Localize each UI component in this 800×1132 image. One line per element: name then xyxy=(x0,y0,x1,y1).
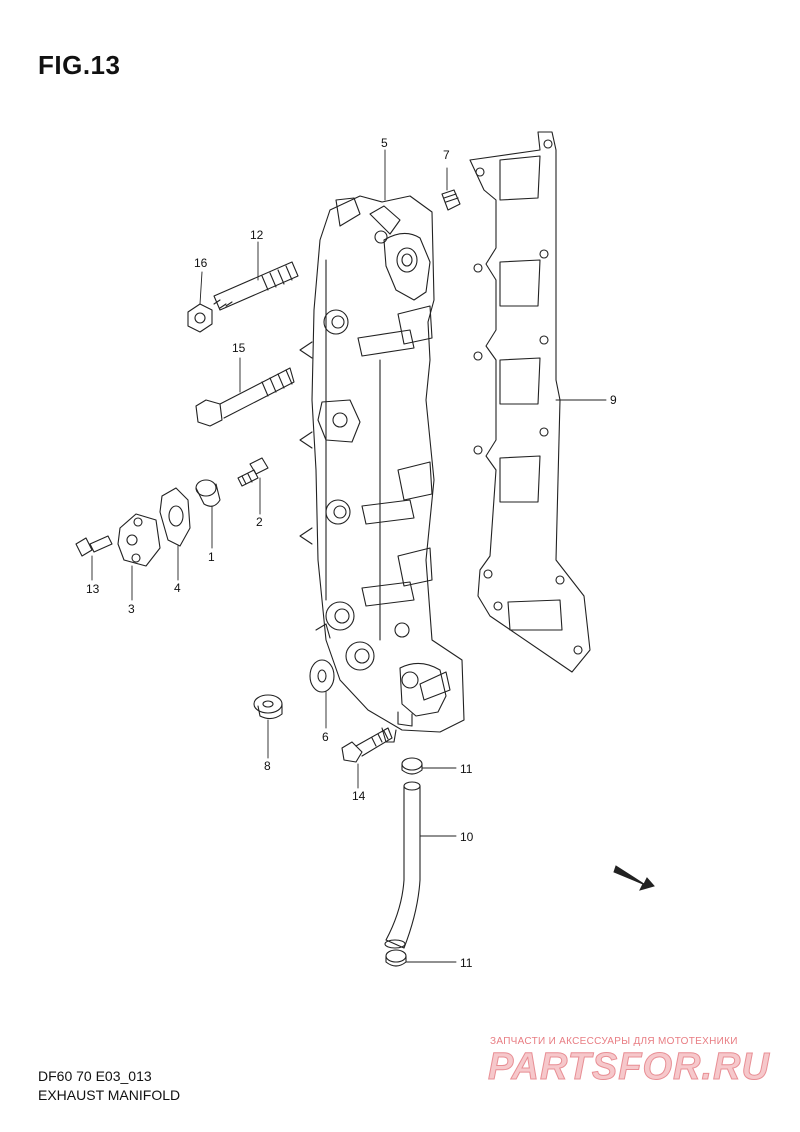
cover-bolt-part xyxy=(75,535,113,557)
callout-2: 2 xyxy=(256,515,263,529)
hose-clip-lower-part xyxy=(385,949,407,967)
figure-title: FIG.13 xyxy=(38,50,121,80)
exhaust-manifold-part xyxy=(299,195,465,743)
callout-7: 7 xyxy=(443,148,450,162)
callout-16: 16 xyxy=(194,256,208,270)
manifold-gasket-part xyxy=(469,131,591,673)
callout-6: 6 xyxy=(322,730,329,744)
spacer-collar-part xyxy=(195,479,221,507)
callout-13: 13 xyxy=(86,582,100,596)
forward-arrow-icon xyxy=(613,865,655,891)
callout-1: 1 xyxy=(208,550,215,564)
flange-gasket-part xyxy=(159,487,191,547)
callout-11-upper: 11 xyxy=(460,762,473,776)
callout-9: 9 xyxy=(610,393,617,407)
diagram-name: EXHAUST MANIFOLD xyxy=(38,1087,181,1103)
washer-part xyxy=(309,659,335,693)
callout-3: 3 xyxy=(128,602,135,616)
callout-15: 15 xyxy=(232,341,246,355)
lower-bolt-part xyxy=(341,727,393,763)
callout-14: 14 xyxy=(352,789,366,803)
nut-part xyxy=(187,303,213,333)
cover-plate-part xyxy=(117,513,161,567)
hose-part xyxy=(384,781,421,949)
watermark-logo: PARTSFOR.RU xyxy=(488,1046,770,1089)
callout-10: 10 xyxy=(460,830,474,844)
long-bolt-part xyxy=(195,367,295,427)
callout-leaders xyxy=(91,149,607,963)
callout-11-lower: 11 xyxy=(460,956,473,970)
callout-8: 8 xyxy=(264,759,271,773)
watermark-tagline: ЗАПЧАСТИ И АКСЕССУАРЫ ДЛЯ МОТОТЕХНИКИ xyxy=(490,1036,738,1047)
hose-clip-upper-part xyxy=(401,757,423,775)
callout-4: 4 xyxy=(174,581,181,595)
small-bolt-part xyxy=(237,457,269,487)
plug-part xyxy=(441,189,461,211)
callout-5: 5 xyxy=(381,136,388,150)
stud-part xyxy=(213,261,299,311)
diagram-code: DF60 70 E03_013 xyxy=(38,1068,152,1084)
callout-12: 12 xyxy=(250,228,264,242)
grommet-part xyxy=(253,694,283,720)
